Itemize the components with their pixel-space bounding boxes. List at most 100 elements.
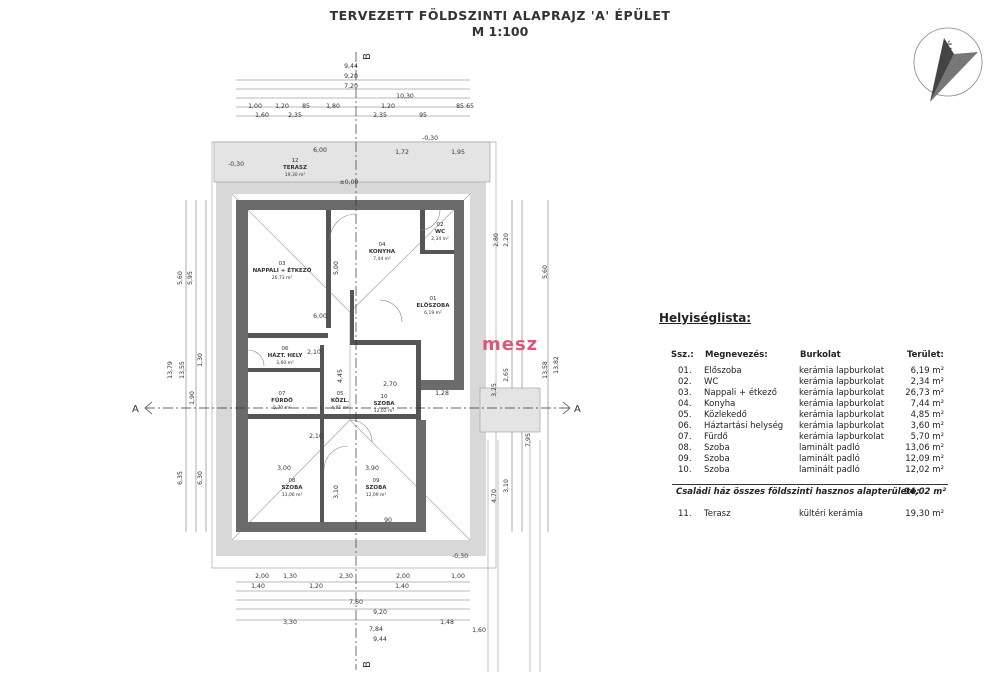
dimension-text: 1,90 [189, 391, 196, 405]
room-num: 02 [437, 222, 444, 228]
dimension-text: 1,60 [255, 112, 269, 119]
dimension-text: 3,30 [283, 619, 297, 626]
legend-cell-area: 6,19 m² [910, 366, 944, 376]
legend-cell-name: Szoba [704, 454, 730, 464]
legend-cell-num: 10. [678, 465, 692, 475]
dimension-text: 2,00 [255, 573, 269, 580]
room-num: 05 [337, 391, 344, 397]
legend-header-num: Ssz.: [671, 350, 694, 360]
exterior-walls [236, 200, 464, 532]
dimension-text: 13,55 [179, 361, 186, 379]
room-num: 06 [282, 346, 289, 352]
room-name: HÁZT. HELY [268, 352, 304, 359]
dimension-text: 13,58 [542, 361, 549, 379]
legend-cell-area: 13,06 m² [905, 443, 944, 453]
dimension-text: 13,79 [167, 361, 174, 379]
room-name: SZOBA [365, 485, 387, 491]
room-area: 6,19 m² [424, 310, 442, 316]
dimension-text: -0,30 [452, 553, 468, 560]
dimension-text: 2,20 [503, 233, 510, 247]
legend-cell-num: 07. [678, 432, 692, 442]
section-label-b-bottom: B [362, 661, 373, 668]
dimension-text: 5,60 [177, 271, 184, 285]
legend-header-floor: Burkolat [800, 350, 841, 360]
dimension-text: 3,00 [277, 465, 291, 472]
dimension-text: 4,70 [491, 489, 498, 503]
dimension-text: 1,00 [451, 573, 465, 580]
roof-ridges [231, 193, 471, 541]
dimension-text: 1,20 [309, 583, 323, 590]
dimension-text: 9,44 [373, 636, 387, 643]
legend-cell-num: 02. [678, 377, 692, 387]
dimension-text: 2,00 [396, 573, 410, 580]
legend-cell-floor: kerámia lapburkolat [799, 410, 885, 420]
dimension-text: 2,30 [339, 573, 353, 580]
legend-cell-num: 01. [678, 366, 692, 376]
drawing-scale: M 1:100 [471, 24, 529, 39]
legend-cell-floor: kerámia lapburkolat [799, 388, 885, 398]
room-area: 12,09 m² [366, 492, 387, 498]
dimension-text: 1,00 [248, 103, 262, 110]
legend-extra-row: 11. Terasz kültéri kerámia 19,30 m² [0, 509, 1000, 519]
dimension-text: 3,25 [491, 383, 498, 397]
legend-cell-area: 3,60 m² [910, 421, 944, 431]
dimension-text: 1,40 [395, 583, 409, 590]
room-area: 19,30 m² [285, 172, 306, 178]
legend-cell-name: WC [704, 377, 719, 387]
dimension-text: 4,45 [337, 369, 344, 383]
dimension-text: 7,95 [525, 433, 532, 447]
drawing-title: TERVEZETT FÖLDSZINTI ALAPRAJZ 'A' ÉPÜLET [329, 8, 671, 23]
dimension-text: 6,30 [197, 471, 204, 485]
dimension-lines [185, 79, 549, 621]
dimension-text: 3,10 [333, 485, 340, 499]
room-num: 03 [279, 261, 286, 267]
legend-cell-num: 03. [678, 388, 692, 398]
legend-cell-name: Nappali + étkező [704, 388, 777, 398]
legend-cell-name: Fürdő [704, 432, 728, 442]
dimension-text: 5,95 [187, 271, 194, 285]
room-num: 07 [279, 391, 286, 397]
room-area: 26,73 m² [272, 275, 293, 281]
room-name: WC [435, 229, 445, 235]
section-label-a-right: A [574, 404, 581, 415]
legend-cell-area: 12,02 m² [905, 465, 944, 475]
dimension-text: 6,00 [313, 147, 327, 154]
summary-value: 94,02 m² [903, 487, 946, 497]
dimension-text: 1,60 [472, 627, 486, 634]
room-num: 08 [289, 478, 296, 484]
dimension-text: 2,80 [493, 233, 500, 247]
room-name: KÖZL. [331, 397, 349, 404]
room-area: 13,06 m² [282, 492, 303, 498]
dimension-text: 2,35 [288, 112, 302, 119]
room-area: 3,60 m² [276, 360, 294, 366]
dimension-text: 6,00 [313, 313, 327, 320]
dimension-text: 85 [456, 103, 464, 110]
room-area: 5,70 m² [273, 405, 291, 411]
room-name: ELŐSZOBA [416, 302, 450, 309]
legend-cell-num: 11. [678, 509, 692, 519]
legend-cell-area: 7,44 m² [910, 399, 944, 409]
dimension-text: 2,35 [373, 112, 387, 119]
legend-cell-area: 4,85 m² [910, 410, 944, 420]
dimension-text: ±0,00 [340, 179, 359, 186]
room-area: 2,34 m² [431, 236, 449, 242]
room-area: 7,44 m² [373, 256, 391, 262]
legend-cell-floor: kerámia lapburkolat [799, 432, 885, 442]
room-num: 04 [379, 242, 386, 248]
dimension-text: 2,10 [309, 433, 323, 440]
legend-cell-floor: laminált padló [799, 443, 860, 453]
